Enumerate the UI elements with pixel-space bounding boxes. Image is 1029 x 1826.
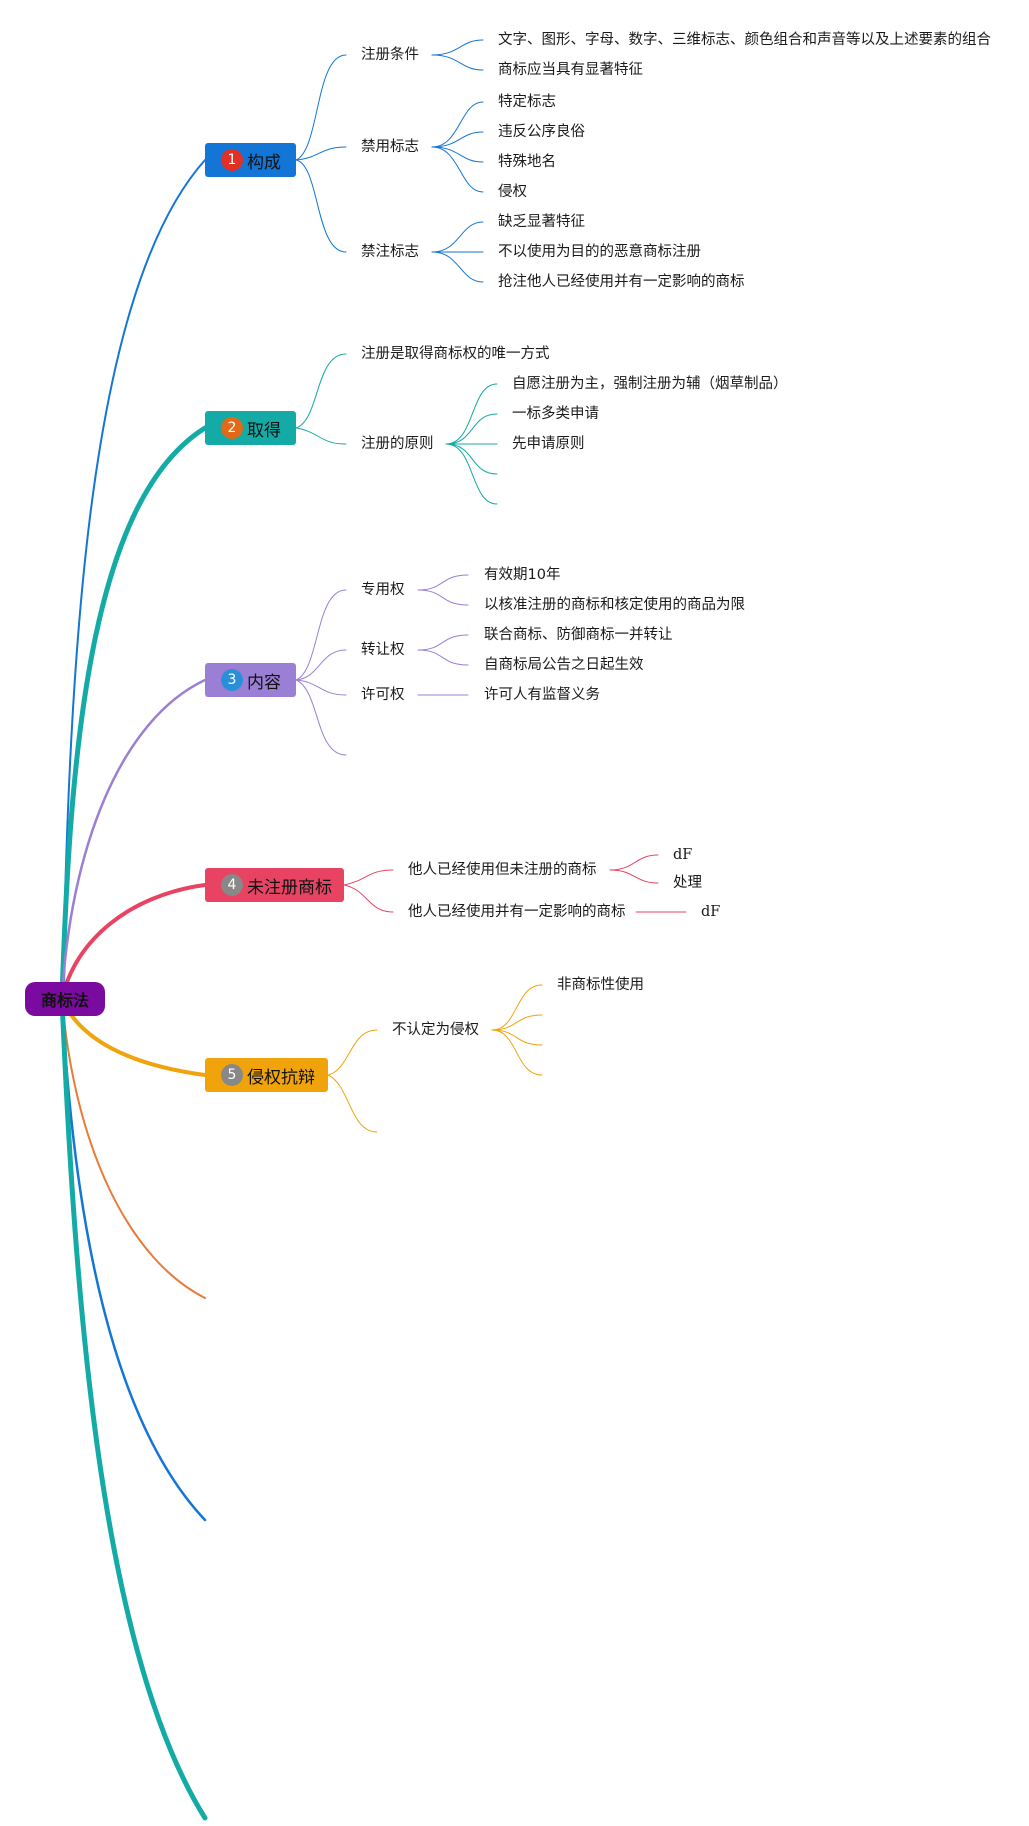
branch-2-node[interactable]: 2 取得 (205, 411, 296, 445)
branch-4-number-badge: 4 (221, 874, 243, 896)
branch-3-topic-1-item-2[interactable]: 以核准注册的商标和核定使用的商品为限 (484, 597, 745, 613)
branch-2-topic-2-item-3[interactable]: 先申请原则 (512, 436, 585, 452)
branch-1-topic-2[interactable]: 禁用标志 (361, 139, 419, 155)
branch-3-topic-2-item-1[interactable]: 联合商标、防御商标一并转让 (484, 627, 673, 643)
branch-3-label: 内容 (247, 672, 281, 693)
branch-3-topic-3-item-1[interactable]: 许可人有监督义务 (484, 687, 600, 703)
edge-root-to-branch-1 (61, 159, 206, 1000)
branch-3-topic-1-item-1[interactable]: 有效期10年 (484, 567, 561, 583)
branch-1-topic-3-item-3[interactable]: 抢注他人已经使用并有一定影响的商标 (498, 274, 745, 290)
edge-root-to-extra-3 (59, 996, 208, 1821)
branch-1-topic-2-item-1[interactable]: 特定标志 (498, 94, 556, 110)
branch-4-topic-2-item-1[interactable]: dF (701, 904, 721, 920)
root-node[interactable]: 商标法 (25, 982, 105, 1016)
branch-3-topic-2[interactable]: 转让权 (361, 642, 405, 658)
branch-1-topic-1-item-1[interactable]: 文字、图形、字母、数字、三维标志、颜色组合和声音等以及上述要素的组合 (498, 32, 991, 48)
branch-5-node[interactable]: 5 侵权抗辩 (205, 1058, 328, 1092)
root-label: 商标法 (40, 991, 89, 1010)
branch-1-topic-1-item-2[interactable]: 商标应当具有显著特征 (498, 62, 643, 78)
branch-3-topic-1[interactable]: 专用权 (361, 582, 405, 598)
edge-root-to-branch-3 (60, 678, 207, 1001)
branch-1-topic-3[interactable]: 禁注标志 (361, 244, 419, 260)
branch-5-topic-1[interactable]: 不认定为侵权 (392, 1022, 479, 1038)
branch-4-topic-1[interactable]: 他人已经使用但未注册的商标 (408, 862, 597, 878)
branch-2-topic-2-item-1[interactable]: 自愿注册为主，强制注册为辅（烟草制品） (512, 376, 788, 392)
branch-4-edges (343, 854, 687, 913)
branch-1-edges (295, 39, 484, 283)
branch-5-topic-1-item-1[interactable]: 非商标性使用 (557, 977, 644, 993)
branch-1-topic-1[interactable]: 注册条件 (361, 47, 419, 63)
branch-3-edges (295, 574, 469, 756)
branch-2-number-badge: 2 (221, 417, 243, 439)
branch-1-topic-2-item-2[interactable]: 违反公序良俗 (498, 124, 585, 140)
branch-1-topic-3-item-1[interactable]: 缺乏显著特征 (498, 214, 585, 230)
branch-5-number-badge: 5 (221, 1064, 243, 1086)
branch-3-topic-3[interactable]: 许可权 (361, 687, 405, 703)
edge-root-to-extra-2 (60, 997, 207, 1522)
branch-5-edges (327, 984, 543, 1133)
branch-4-topic-1-item-1[interactable]: dF (673, 847, 693, 863)
branch-1-node[interactable]: 1 构成 (205, 143, 296, 177)
branch-4-topic-1-item-2[interactable]: 处理 (673, 875, 702, 891)
branch-1-number-badge: 1 (221, 149, 243, 171)
branch-3-node[interactable]: 3 内容 (205, 663, 296, 697)
branch-4-topic-2[interactable]: 他人已经使用并有一定影响的商标 (408, 904, 626, 920)
edge-root-to-branch-2 (59, 425, 208, 1002)
branch-2-topic-2-item-2[interactable]: 一标多类申请 (512, 406, 599, 422)
branch-4-label: 未注册商标 (247, 877, 332, 898)
branch-1-label: 构成 (247, 152, 281, 173)
branch-3-number-badge: 3 (221, 669, 243, 691)
branch-3-topic-2-item-2[interactable]: 自商标局公告之日起生效 (484, 657, 644, 673)
branch-1-topic-2-item-3[interactable]: 特殊地名 (498, 154, 556, 170)
branch-2-label: 取得 (247, 420, 281, 441)
edge-root-to-extra-1 (61, 998, 206, 1299)
branch-2-topic-1[interactable]: 注册是取得商标权的唯一方式 (361, 346, 550, 362)
branch-5-label: 侵权抗辩 (247, 1067, 315, 1088)
branch-2-topic-2[interactable]: 注册的原则 (361, 436, 434, 452)
edge-root-to-branch-4 (60, 883, 207, 1001)
branch-4-node[interactable]: 4 未注册商标 (205, 868, 344, 902)
branch-2-edges (295, 353, 498, 505)
branch-1-topic-3-item-2[interactable]: 不以使用为目的的恶意商标注册 (498, 244, 701, 260)
branch-1-topic-2-item-4[interactable]: 侵权 (498, 184, 527, 200)
